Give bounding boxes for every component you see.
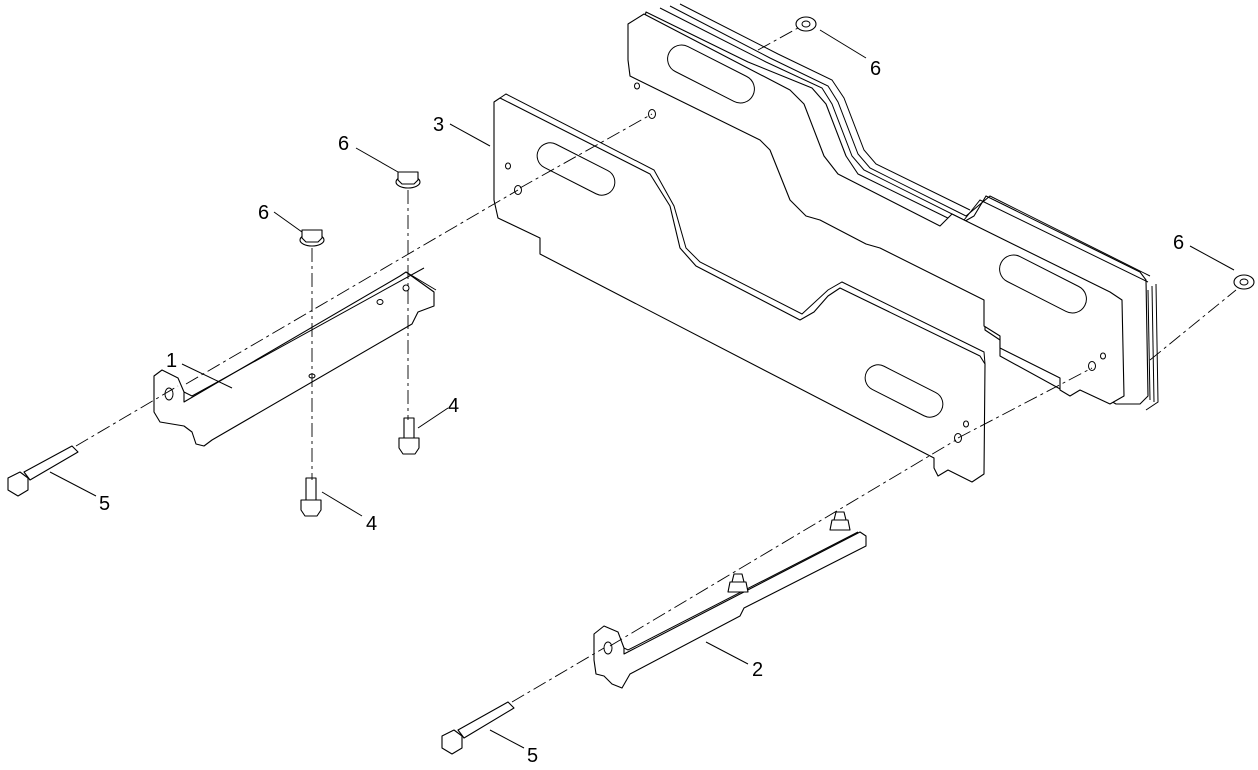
flange-nut <box>299 229 325 247</box>
bolt-short <box>398 417 420 455</box>
assembly-center-lines <box>75 27 1237 703</box>
bolt-long <box>441 701 515 755</box>
weld-nut <box>727 573 749 593</box>
callout-4: 4 <box>366 513 377 535</box>
left-bracket <box>153 267 437 447</box>
flange-nut <box>1233 274 1255 290</box>
callout-6: 6 <box>338 133 349 155</box>
weight-plate-stack <box>627 3 1159 411</box>
bolt-short <box>300 477 322 517</box>
callout-leaders <box>49 29 1235 749</box>
front-weight-plate <box>493 93 986 483</box>
flange-nut <box>795 16 817 32</box>
callout-3: 3 <box>433 114 444 136</box>
weld-nut <box>829 511 851 531</box>
callout-1: 1 <box>166 350 177 372</box>
callout-labels: 1 2 3 4 4 5 5 6 6 6 6 <box>99 58 1184 767</box>
callout-2: 2 <box>752 659 763 681</box>
flange-nut <box>395 171 421 189</box>
callout-6: 6 <box>1173 232 1184 254</box>
bolt-long <box>7 445 79 497</box>
callout-6: 6 <box>870 58 881 80</box>
callout-5: 5 <box>527 745 538 767</box>
callout-6: 6 <box>258 202 269 224</box>
callout-4: 4 <box>448 395 459 417</box>
callout-5: 5 <box>99 493 110 515</box>
right-bracket <box>593 511 867 689</box>
